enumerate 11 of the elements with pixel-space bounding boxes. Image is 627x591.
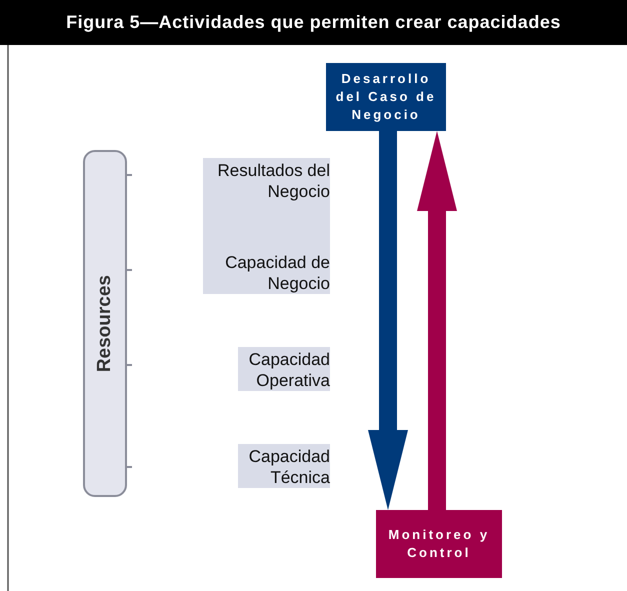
capability-label: Capacidad de Negocio [203,250,330,294]
process-box: Monitoreo y Control [376,510,502,578]
figure-title: Figura 5—Actividades que permiten crear capacidades [0,0,627,45]
capability-label: Resultados del Negocio [203,158,330,250]
capability-label: Capacidad Operativa [238,347,330,391]
arrow [368,131,408,510]
arrow [417,131,457,510]
process-box: Desarrollo del Caso de Negocio [326,63,446,131]
axis-label: Resources [94,274,116,372]
resources-bar [83,150,127,497]
capability-label: Capacidad Técnica [238,444,330,488]
